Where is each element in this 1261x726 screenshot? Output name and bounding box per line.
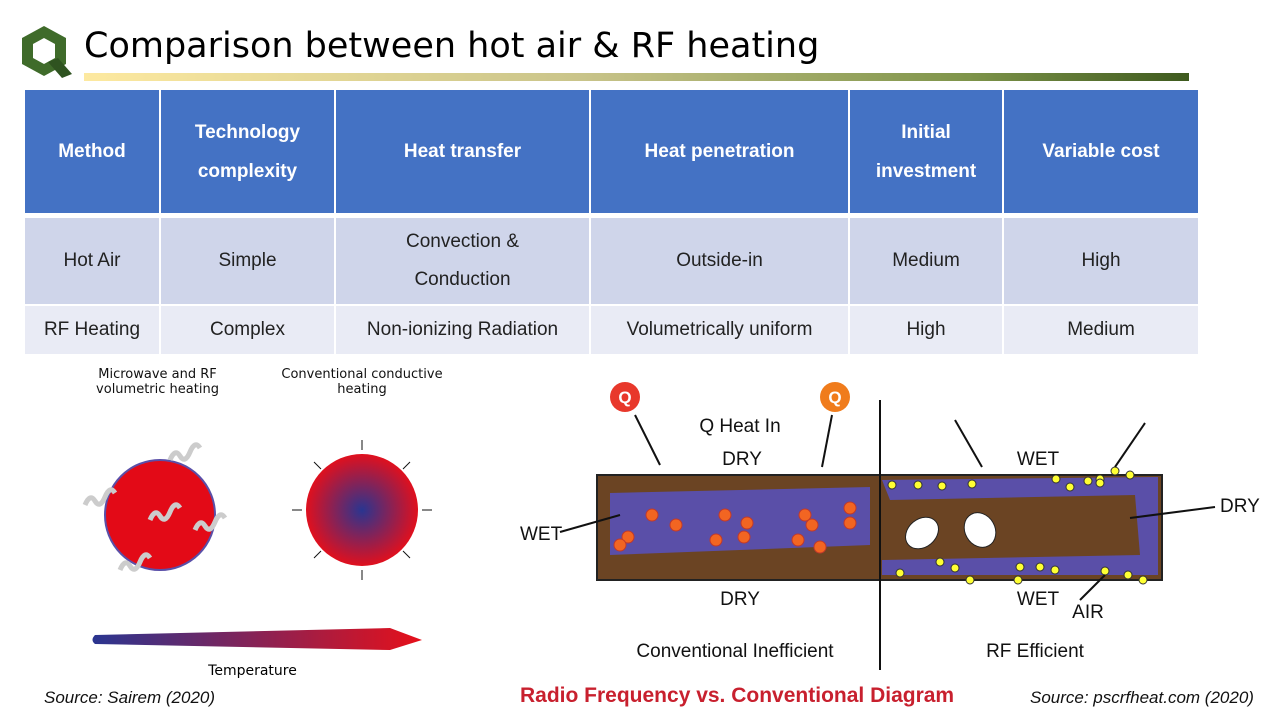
caption-volumetric: Microwave and RF volumetric heating (96, 367, 219, 397)
source-sairem: Source: Sairem (2020) (44, 688, 216, 707)
wave-icons (82, 442, 228, 572)
cell: Outside-in (590, 215, 850, 306)
cell: High (1003, 215, 1198, 306)
cell: Medium (849, 215, 1004, 306)
wet-label: WET (1017, 449, 1060, 470)
cell: Non-ionizing Radiation (335, 305, 591, 354)
rf-vs-conventional-diagram: Q Q Q Heat In DRY WET DRY Conventional I… (520, 382, 1260, 670)
cell: RF Heating (25, 305, 161, 354)
header-method: Method (25, 90, 161, 218)
arrow-icons (292, 440, 432, 580)
air-label: AIR (1072, 602, 1104, 623)
header-heat-penetration: Heat penetration (590, 90, 850, 218)
logo-q-icon (22, 26, 72, 78)
heating-illustration (82, 440, 432, 650)
table-row: RF Heating Complex Non-ionizing Radiatio… (25, 305, 1198, 354)
table-row: Hot Air Simple Convection & Conduction O… (25, 215, 1198, 306)
header-complexity: Technology complexity (160, 90, 336, 218)
header-variable-cost: Variable cost (1003, 90, 1198, 218)
heat-in-label: Q Heat In (699, 416, 780, 437)
cell: High (849, 305, 1004, 354)
conventional-label: Conventional Inefficient (636, 641, 834, 662)
comparison-table: Method Technology complexity Heat transf… (25, 90, 1198, 354)
temperature-label: Temperature (208, 663, 297, 679)
wet-label: WET (520, 524, 563, 545)
diagram-title: Radio Frequency vs. Conventional Diagram (520, 684, 955, 707)
wet-label: WET (1017, 589, 1060, 610)
title-underline (84, 73, 1189, 81)
header-investment: Initial investment (849, 90, 1004, 218)
caption-conductive: Conventional conductive heating (281, 367, 443, 397)
dry-label: DRY (1220, 496, 1260, 517)
temperature-arrow (92, 628, 422, 650)
cell: Convection & Conduction (335, 215, 591, 306)
source-pscrfheat: Source: pscrfheat.com (2020) (1030, 688, 1254, 707)
q-badge: Q (828, 388, 841, 407)
conductive-sphere (306, 454, 418, 566)
q-heat-icon-orange (820, 382, 850, 412)
cell: Hot Air (25, 215, 161, 306)
page-title: Comparison between hot air & RF heating (84, 26, 820, 66)
cell: Medium (1003, 305, 1198, 354)
rf-label: RF Efficient (986, 641, 1085, 662)
cell: Simple (160, 215, 336, 306)
dry-label: DRY (722, 449, 762, 470)
q-heat-icon-red (610, 382, 640, 412)
table-header-row: Method Technology complexity Heat transf… (25, 90, 1198, 218)
cell: Volumetrically uniform (590, 305, 850, 354)
dry-label: DRY (720, 589, 760, 610)
header-heat-transfer: Heat transfer (335, 90, 591, 218)
q-badge: Q (618, 388, 631, 407)
cell: Complex (160, 305, 336, 354)
